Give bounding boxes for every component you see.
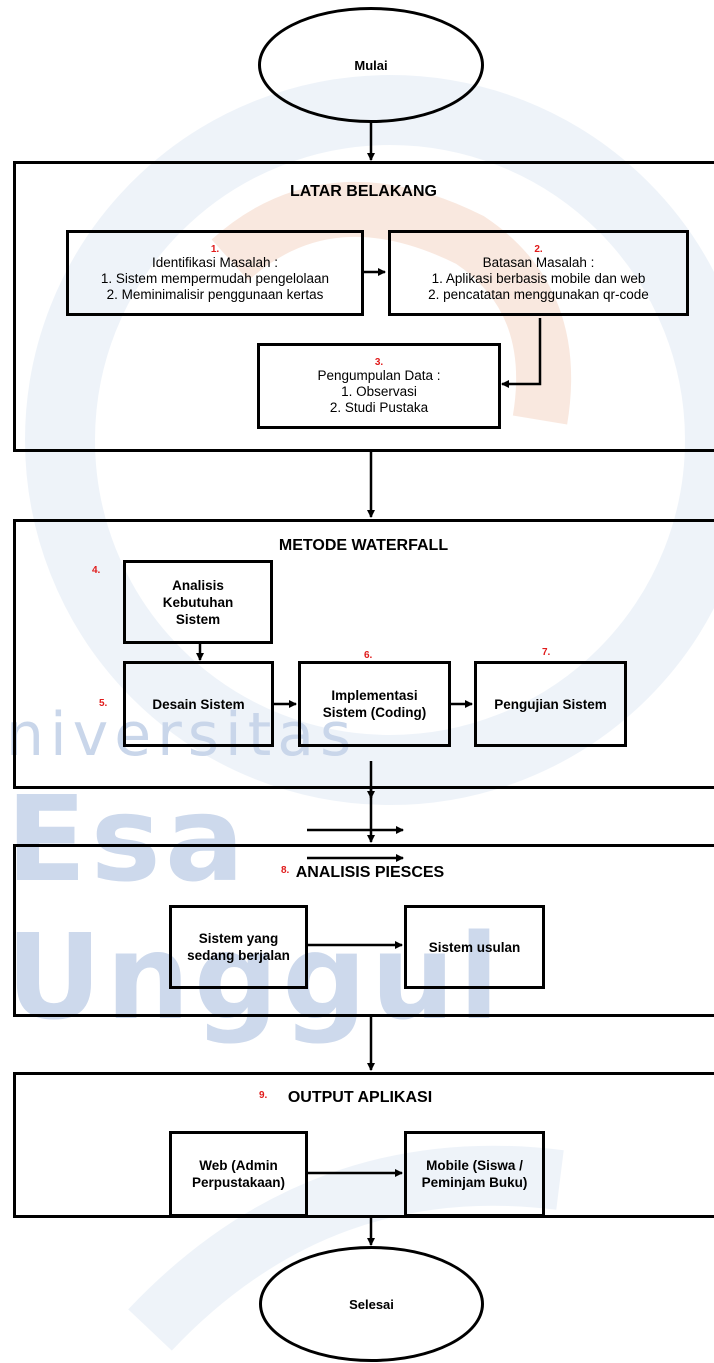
step-number-4: 4. bbox=[92, 565, 101, 576]
web-line-1: Web (Admin bbox=[199, 1158, 278, 1173]
end-label: Selesai bbox=[349, 1296, 394, 1312]
pengujian-box: Pengujian Sistem bbox=[474, 661, 627, 747]
start-node: Mulai bbox=[258, 7, 484, 123]
implementasi-line-2: Sistem (Coding) bbox=[322, 705, 427, 720]
waterfall-title: METODE WATERFALL bbox=[278, 537, 449, 554]
section-metode-waterfall bbox=[13, 519, 714, 789]
mobile-line-2: Peminjam Buku) bbox=[421, 1175, 528, 1190]
section-analisis-piesces bbox=[13, 844, 714, 1017]
berjalan-line-2: sedang berjalan bbox=[187, 948, 290, 963]
step-number-8: 8. bbox=[281, 865, 290, 876]
start-label: Mulai bbox=[354, 57, 388, 73]
step-number-3: 3. bbox=[374, 356, 384, 368]
step-number-5: 5. bbox=[99, 698, 108, 709]
web-line-2: Perpustakaan) bbox=[191, 1175, 286, 1190]
step-number-6: 6. bbox=[364, 650, 373, 661]
batasan-masalah-box: 2. Batasan Masalah : 1. Aplikasi berbasi… bbox=[388, 230, 689, 316]
mobile-line-1: Mobile (Siswa / bbox=[426, 1158, 523, 1173]
end-node: Selesai bbox=[259, 1246, 484, 1362]
identifikasi-item-1: 1. Sistem mempermudah pengelolaan bbox=[100, 270, 330, 286]
pengumpulan-data-box: 3. Pengumpulan Data : 1. Observasi 2. St… bbox=[257, 343, 501, 429]
batasan-item-1: 1. Aplikasi berbasis mobile dan web bbox=[431, 270, 646, 286]
pengumpulan-title: Pengumpulan Data : bbox=[317, 367, 441, 383]
section-output-aplikasi bbox=[13, 1072, 714, 1218]
piesces-title: ANALISIS PIESCES bbox=[295, 864, 445, 881]
batasan-item-2: 2. pencatatan menggunakan qr-code bbox=[428, 286, 649, 302]
implementasi-line-1: Implementasi bbox=[331, 688, 418, 703]
usulan-label: Sistem usulan bbox=[428, 939, 521, 955]
step-number-2: 2. bbox=[534, 243, 543, 255]
analisis-line-2: Kebutuhan bbox=[162, 594, 234, 610]
pengumpulan-item-1: 1. Observasi bbox=[341, 383, 417, 399]
pengumpulan-item-2: 2. Studi Pustaka bbox=[329, 399, 429, 415]
web-admin-box: Web (Admin Perpustakaan) bbox=[169, 1131, 308, 1217]
identifikasi-masalah-box: 1. Identifikasi Masalah : 1. Sistem memp… bbox=[66, 230, 364, 316]
pengujian-label: Pengujian Sistem bbox=[494, 696, 607, 712]
berjalan-line-1: Sistem yang bbox=[198, 931, 279, 946]
identifikasi-title: Identifikasi Masalah : bbox=[151, 254, 279, 270]
step-number-9: 9. bbox=[259, 1090, 268, 1101]
implementasi-box: Implementasi Sistem (Coding) bbox=[298, 661, 451, 747]
analisis-line-3: Sistem bbox=[175, 611, 221, 627]
step-number-1: 1. bbox=[210, 243, 220, 255]
analisis-line-1: Analisis bbox=[172, 577, 224, 593]
sistem-berjalan-box: Sistem yang sedang berjalan bbox=[169, 905, 308, 989]
identifikasi-item-2: 2. Meminimalisir penggunaan kertas bbox=[106, 286, 324, 302]
section-latar-belakang bbox=[13, 161, 714, 452]
desain-sistem-box: Desain Sistem bbox=[123, 661, 274, 747]
batasan-title: Batasan Masalah : bbox=[482, 254, 595, 270]
step-number-7: 7. bbox=[542, 647, 551, 658]
analisis-kebutuhan-box: Analisis Kebutuhan Sistem bbox=[123, 560, 273, 644]
desain-label: Desain Sistem bbox=[152, 696, 245, 712]
latar-title: LATAR BELAKANG bbox=[290, 183, 437, 200]
mobile-siswa-box: Mobile (Siswa / Peminjam Buku) bbox=[404, 1131, 545, 1217]
output-title: OUTPUT APLIKASI bbox=[287, 1089, 433, 1106]
sistem-usulan-box: Sistem usulan bbox=[404, 905, 545, 989]
